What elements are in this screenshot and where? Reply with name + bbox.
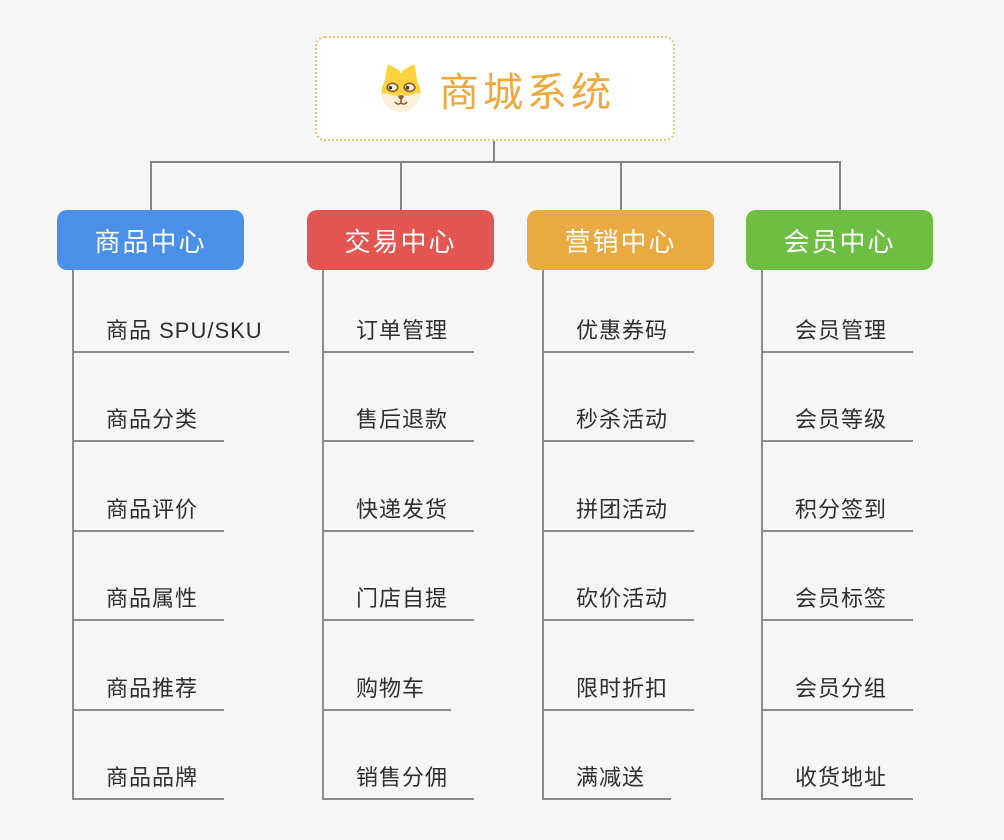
child-topic[interactable]: 门店自提 bbox=[322, 586, 475, 622]
branch-label: 会员中心 bbox=[783, 226, 896, 257]
branch-label: 营销中心 bbox=[564, 226, 677, 257]
child-topic[interactable]: 购物车 bbox=[322, 676, 452, 711]
child-topic[interactable]: 快递发货 bbox=[322, 497, 475, 532]
child-topic[interactable]: 积分签到 bbox=[761, 497, 914, 532]
branch-label: 交易中心 bbox=[344, 226, 457, 257]
child-topic[interactable]: 限时折扣 bbox=[542, 676, 695, 711]
branch-node[interactable]: 会员中心 bbox=[746, 210, 933, 270]
child-topic[interactable]: 商品评价 bbox=[72, 497, 225, 532]
connector-drop bbox=[399, 161, 402, 210]
child-topic[interactable]: 商品分类 bbox=[72, 407, 225, 443]
child-topic[interactable]: 商品品牌 bbox=[72, 765, 225, 800]
connector-bus bbox=[149, 161, 841, 163]
connector-drop bbox=[149, 161, 152, 210]
root-title: 商城系统 bbox=[439, 70, 615, 115]
connector-drop bbox=[838, 161, 841, 210]
branch-node[interactable]: 商品中心 bbox=[57, 210, 244, 270]
root-node[interactable]: 商城系统 bbox=[315, 36, 675, 141]
child-topic[interactable]: 会员标签 bbox=[761, 586, 914, 622]
connector-trunk bbox=[322, 270, 324, 800]
child-topic[interactable]: 满减送 bbox=[542, 765, 672, 800]
branch-label: 商品中心 bbox=[94, 226, 207, 257]
child-topic[interactable]: 秒杀活动 bbox=[542, 407, 695, 443]
branch-column: 会员管理会员等级积分签到会员标签会员分组收货地址 bbox=[761, 270, 1001, 805]
child-topic[interactable]: 砍价活动 bbox=[542, 586, 695, 622]
connector-trunk bbox=[761, 270, 763, 800]
child-topic[interactable]: 订单管理 bbox=[322, 318, 475, 353]
connector-drop bbox=[619, 161, 622, 210]
child-topic[interactable]: 会员分组 bbox=[761, 676, 914, 711]
branch-column: 订单管理售后退款快递发货门店自提购物车销售分佣 bbox=[322, 270, 562, 805]
branch-node[interactable]: 营销中心 bbox=[527, 210, 714, 270]
connector-root-stub bbox=[493, 141, 495, 163]
child-topic[interactable]: 商品 SPU/SKU bbox=[72, 318, 289, 353]
connector-trunk bbox=[542, 270, 544, 800]
child-topic[interactable]: 优惠券码 bbox=[542, 318, 695, 353]
child-topic[interactable]: 售后退款 bbox=[322, 407, 475, 443]
child-topic[interactable]: 会员管理 bbox=[761, 318, 914, 353]
child-topic[interactable]: 商品属性 bbox=[72, 586, 225, 622]
child-topic[interactable]: 会员等级 bbox=[761, 407, 914, 443]
branch-node[interactable]: 交易中心 bbox=[307, 210, 494, 270]
child-topic[interactable]: 销售分佣 bbox=[322, 765, 475, 800]
child-topic[interactable]: 商品推荐 bbox=[72, 676, 225, 711]
branch-column: 商品 SPU/SKU 商品分类商品评价商品属性商品推荐商品品牌 bbox=[72, 270, 312, 805]
dog-icon bbox=[375, 63, 427, 115]
child-topic[interactable]: 收货地址 bbox=[761, 765, 914, 800]
child-topic[interactable]: 拼团活动 bbox=[542, 497, 695, 532]
connector-trunk bbox=[72, 270, 74, 800]
branch-column: 优惠券码秒杀活动拼团活动砍价活动限时折扣满减送 bbox=[542, 270, 782, 805]
